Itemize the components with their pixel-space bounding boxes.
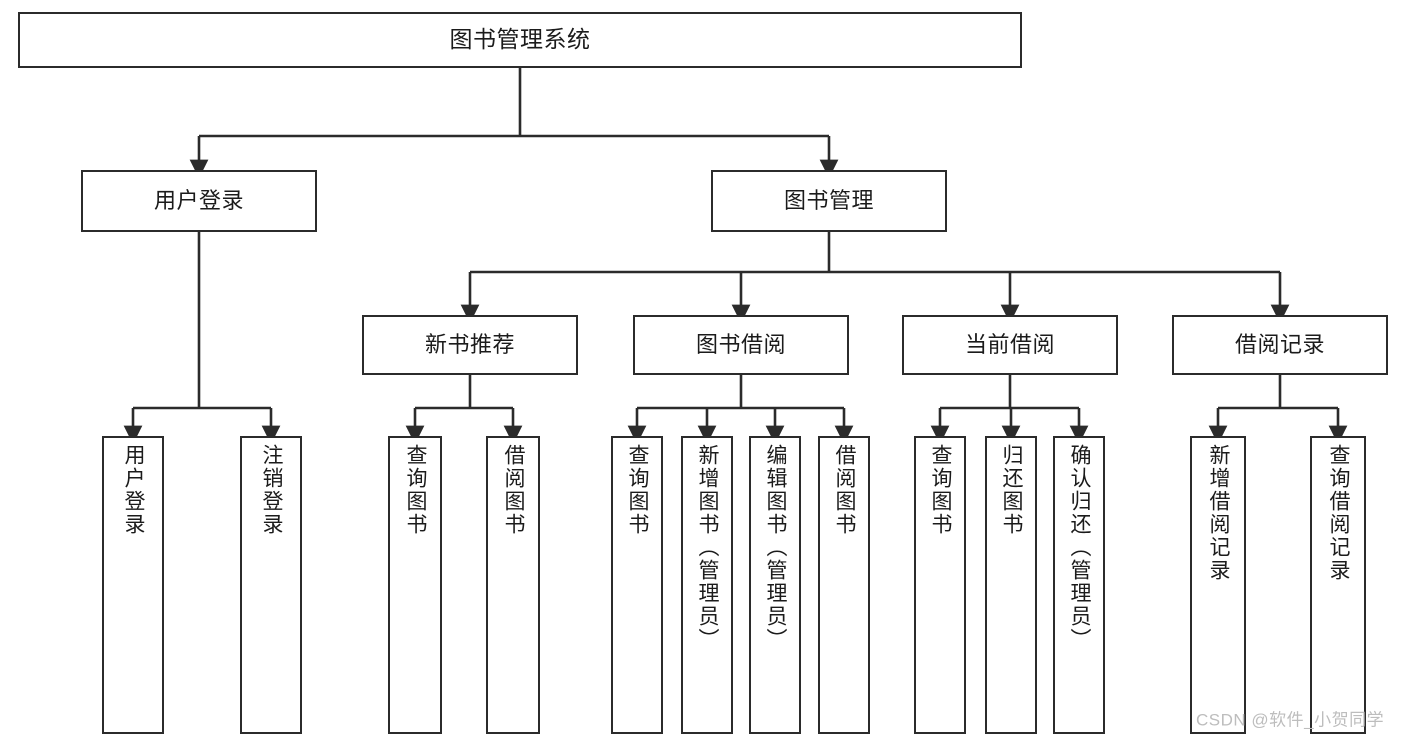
node-label: 确认归还（管理员） xyxy=(1068,444,1092,651)
node-leaf-user-login: 用户登录 xyxy=(102,436,164,734)
node-leaf-rec-query-book: 查询图书 xyxy=(388,436,442,734)
node-leaf-cur-confirm-return: 确认归还（管理员） xyxy=(1053,436,1105,734)
node-label: 查询图书 xyxy=(404,444,428,536)
node-label: 编辑图书（管理员） xyxy=(764,444,788,651)
node-label: 图书借阅 xyxy=(695,332,786,358)
node-leaf-borrow-lend-book: 借阅图书 xyxy=(818,436,870,734)
node-leaf-user-logout: 注销登录 xyxy=(240,436,302,734)
node-leaf-borrow-add-book: 新增图书（管理员） xyxy=(681,436,733,734)
node-label: 借阅图书 xyxy=(833,444,857,536)
node-label: 新增图书（管理员） xyxy=(696,444,720,651)
node-label: 图书管理系统 xyxy=(449,26,591,53)
node-label: 查询借阅记录 xyxy=(1327,444,1351,582)
node-label: 新书推荐 xyxy=(424,332,515,358)
node-leaf-rec-borrow-book: 借阅图书 xyxy=(486,436,540,734)
node-leaf-cur-query-book: 查询图书 xyxy=(914,436,966,734)
node-leaf-cur-return-book: 归还图书 xyxy=(985,436,1037,734)
node-label: 借阅图书 xyxy=(502,444,526,536)
node-l3-borrow-record: 借阅记录 xyxy=(1172,315,1388,375)
node-label: 注销登录 xyxy=(260,444,284,536)
node-leaf-rec-add-record: 新增借阅记录 xyxy=(1190,436,1246,734)
node-label: 查询图书 xyxy=(929,444,953,536)
node-label: 查询图书 xyxy=(626,444,650,536)
node-leaf-borrow-edit-book: 编辑图书（管理员） xyxy=(749,436,801,734)
edge-layer xyxy=(123,68,1348,445)
node-label: 归还图书 xyxy=(1000,444,1024,536)
node-l3-current-borrow: 当前借阅 xyxy=(902,315,1118,375)
node-l2-user-login: 用户登录 xyxy=(81,170,317,232)
node-l2-book-manage: 图书管理 xyxy=(711,170,947,232)
node-label: 新增借阅记录 xyxy=(1207,444,1231,582)
node-label: 当前借阅 xyxy=(964,332,1055,358)
node-root: 图书管理系统 xyxy=(18,12,1022,68)
node-leaf-rec-query-record: 查询借阅记录 xyxy=(1310,436,1366,734)
csdn-watermark: CSDN @软件_小贺同学 xyxy=(1196,710,1385,730)
node-leaf-borrow-query-book: 查询图书 xyxy=(611,436,663,734)
node-l3-book-borrow: 图书借阅 xyxy=(633,315,849,375)
node-label: 用户登录 xyxy=(153,188,244,214)
node-label: 借阅记录 xyxy=(1234,332,1325,358)
node-label: 用户登录 xyxy=(122,444,146,536)
node-label: 图书管理 xyxy=(783,188,874,214)
node-l3-new-book-rec: 新书推荐 xyxy=(362,315,578,375)
